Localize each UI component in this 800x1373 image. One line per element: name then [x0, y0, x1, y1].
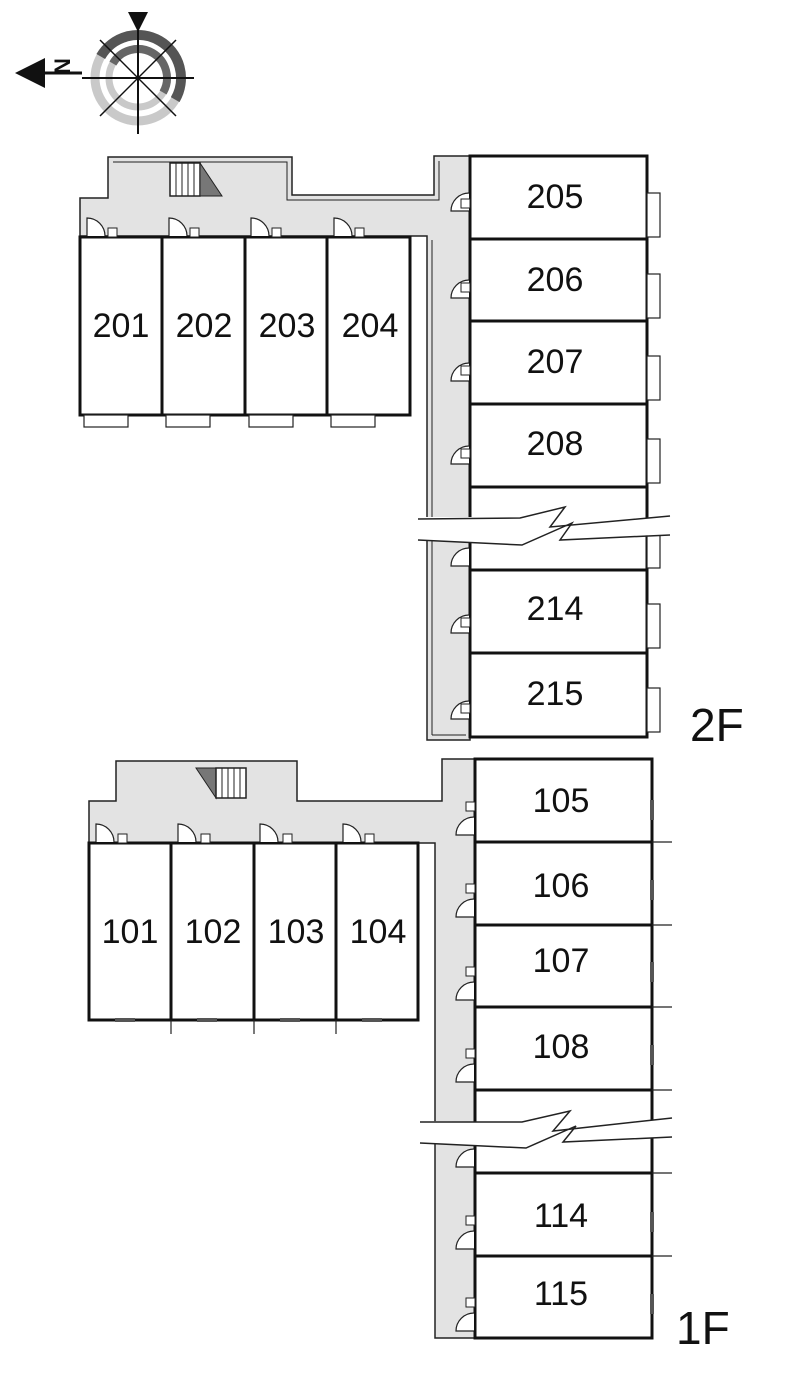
- north-label: N: [50, 58, 75, 74]
- unit-114: 114: [455, 1171, 672, 1258]
- compass-rose-icon: [14, 12, 194, 134]
- break-section: [419, 1088, 673, 1175]
- unit-label: 101: [102, 913, 159, 951]
- floor-1-corridor: [88, 758, 476, 1339]
- floor-1-label: 1F: [676, 1302, 730, 1354]
- unit-201: 201: [78, 217, 164, 428]
- unit-203: 203: [243, 217, 329, 428]
- unit-label: 114: [534, 1197, 588, 1235]
- unit-label: 205: [527, 178, 584, 216]
- unit-105: 105: [455, 757, 654, 844]
- staircase-icon: [169, 161, 223, 197]
- unit-107: 107: [455, 923, 672, 1009]
- unit-205: 205: [450, 154, 661, 241]
- unit-207: 207: [450, 319, 661, 406]
- unit-label: 105: [533, 782, 590, 820]
- unit-206: 206: [450, 237, 661, 323]
- unit-label: 204: [342, 307, 399, 345]
- unit-103: 103: [252, 823, 338, 1034]
- unit-label: 202: [176, 307, 233, 345]
- unit-label: 115: [534, 1275, 588, 1313]
- unit-label: 106: [533, 867, 590, 905]
- unit-106: 106: [455, 840, 672, 927]
- unit-115: 115: [455, 1254, 672, 1340]
- unit-108: 108: [455, 1005, 672, 1092]
- unit-202: 202: [160, 217, 247, 428]
- unit-101: 101: [87, 823, 173, 1022]
- unit-label: 107: [533, 942, 590, 980]
- floor-2-plan: 201 202 203 204 20: [78, 154, 744, 751]
- break-section: [417, 485, 671, 572]
- unit-label: 104: [350, 913, 407, 951]
- unit-208: 208: [450, 402, 661, 489]
- unit-label: 208: [527, 425, 584, 463]
- unit-label: 207: [527, 343, 584, 381]
- floor-2-label: 2F: [690, 699, 744, 751]
- unit-215: 215: [450, 651, 661, 739]
- unit-label: 108: [533, 1028, 590, 1066]
- floor-2-corridor: [79, 155, 471, 741]
- unit-label: 103: [268, 913, 325, 951]
- unit-label: 201: [93, 307, 150, 345]
- unit-102: 102: [169, 823, 256, 1034]
- unit-label: 215: [527, 675, 584, 713]
- unit-214: 214: [450, 568, 661, 655]
- unit-label: 203: [259, 307, 316, 345]
- unit-label: 102: [185, 913, 242, 951]
- unit-104: 104: [334, 823, 420, 1034]
- floor-1-plan: 101 102 103 104: [87, 757, 730, 1354]
- unit-label: 206: [527, 261, 584, 299]
- unit-label: 214: [527, 590, 584, 628]
- unit-204: 204: [325, 217, 412, 428]
- staircase-icon: [195, 767, 247, 800]
